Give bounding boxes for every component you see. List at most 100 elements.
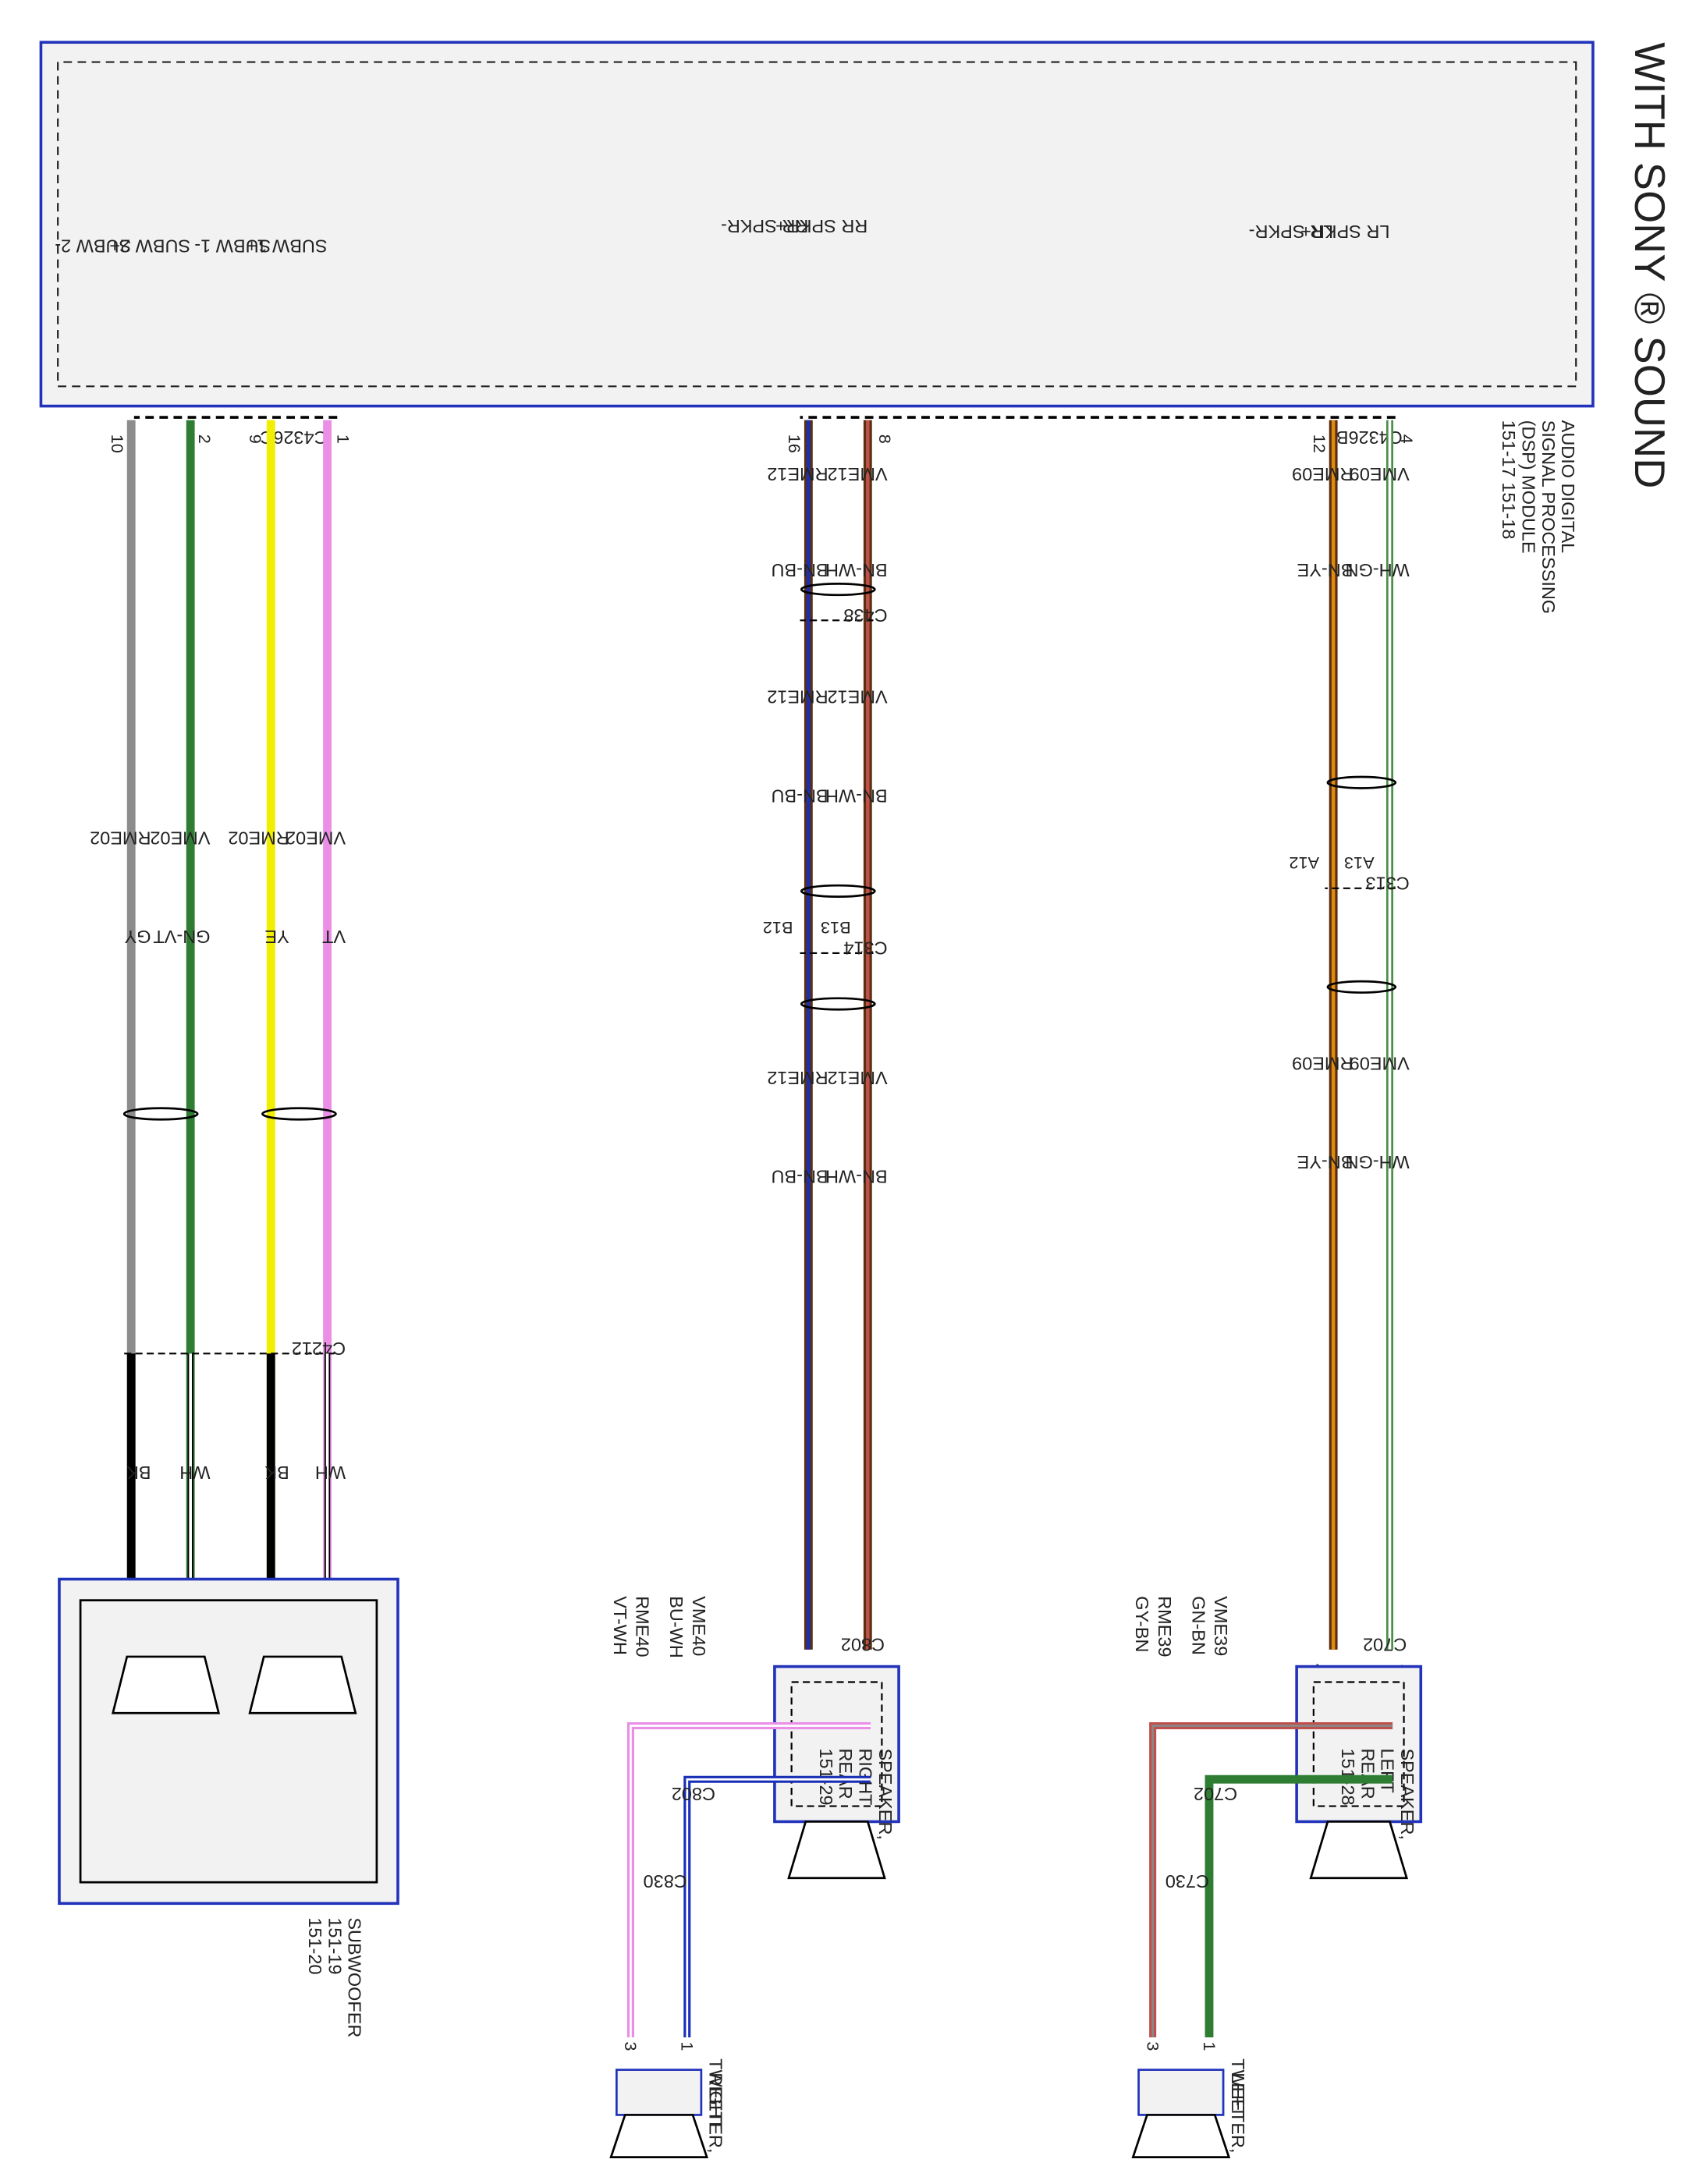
conn-c313: C313 bbox=[1366, 873, 1410, 893]
tweeter-lr-line-1: TWEETER, bbox=[1228, 2058, 1248, 2153]
conn-c830: C830 bbox=[644, 1871, 687, 1892]
pin-label-rr-spkr-plus: RR SPKR+ bbox=[775, 216, 867, 236]
wire-wh-b: WH bbox=[179, 1462, 210, 1483]
conn-c4212: C4212 bbox=[292, 1338, 346, 1359]
speaker-lr-line-3: REAR bbox=[1357, 1748, 1378, 1799]
circ-rme12-b: RME12 bbox=[767, 687, 828, 707]
pin-label-subw-2-minus: SUBW 2- bbox=[55, 236, 131, 256]
wire-wh-gn-b: WH-GN bbox=[1346, 1152, 1410, 1172]
pin-rr-8: 8 bbox=[875, 434, 895, 444]
pin-a13: A13 bbox=[1344, 853, 1375, 873]
subwoofer-line-3: 151-20 bbox=[305, 1917, 325, 1974]
pin-label-subw-1-plus: SUBW 1+ bbox=[247, 236, 328, 256]
module-line-3: (DSP) MODULE bbox=[1518, 420, 1538, 554]
dsp-module-frame bbox=[39, 41, 1595, 408]
wires-right-tweeter: RME40 VT-WH VME40 BU-WH C802 C830 3 1 bbox=[610, 1596, 871, 2051]
wire-ye: YE bbox=[264, 927, 289, 947]
wire-wh-a: WH bbox=[315, 1462, 346, 1483]
tweeter-rr-line-2: RIGHT bbox=[706, 2072, 726, 2129]
dsp-module: AUDIO DIGITAL SIGNAL PROCESSING (DSP) MO… bbox=[39, 41, 1595, 614]
wire-gn-bn: GN-BN bbox=[1188, 1596, 1208, 1655]
wire-bn-bu-c: BN-BU bbox=[772, 1166, 828, 1186]
pin-rt-1: 1 bbox=[678, 2041, 697, 2051]
wire-wh-gn-a: WH-GN bbox=[1346, 560, 1410, 580]
diagram-rotated-group: WITH SONY ® SOUND AUDIO DIGITAL SIGNAL P… bbox=[39, 41, 1673, 2159]
circ-rme02-b: RME02 bbox=[90, 828, 151, 848]
conn-c314: C314 bbox=[843, 938, 887, 958]
wire-gy: GY bbox=[124, 927, 151, 947]
pin-lt-3: 3 bbox=[1143, 2041, 1162, 2051]
speaker-right-rear: SPEAKER, RIGHT REAR 151-29 bbox=[773, 1665, 900, 1880]
wire-bu-wh: BU-WH bbox=[666, 1596, 687, 1658]
wire-bn-wh-b: BN-WH bbox=[825, 785, 888, 806]
circ-vme09-a: VME09 bbox=[1350, 464, 1410, 484]
pin-rr-16: 16 bbox=[785, 434, 804, 453]
speaker-rr-line-1: SPEAKER, bbox=[875, 1748, 896, 1840]
wires-left-rear: 4 12 VME09 WH-GN RME09 BN-YE C313 A13 A1… bbox=[1289, 420, 1417, 1673]
wire-bn-bu-a: BN-BU bbox=[772, 560, 828, 580]
conn-c730: C730 bbox=[1165, 1871, 1209, 1892]
diagram-title: WITH SONY ® SOUND bbox=[1626, 42, 1673, 488]
wire-gy-bn: GY-BN bbox=[1132, 1596, 1152, 1652]
wire-bk-b: BK bbox=[126, 1462, 151, 1483]
wire-bn-ye-b: BN-YE bbox=[1297, 1152, 1354, 1172]
pin-label-rr-spkr-minus: RR SPKR- bbox=[721, 216, 808, 236]
conn-c802-b: C802 bbox=[672, 1784, 715, 1804]
pin-sw-10: 10 bbox=[108, 434, 127, 453]
circ-vme02-a: VME02 bbox=[286, 828, 346, 848]
module-line-1: AUDIO DIGITAL bbox=[1558, 420, 1578, 554]
circ-rme09-a: RME09 bbox=[1292, 464, 1353, 484]
circ-rme09-b: RME09 bbox=[1292, 1054, 1353, 1074]
pin-rt-3: 3 bbox=[621, 2041, 640, 2051]
tweeter-lr-line-2: LEFT bbox=[1228, 2072, 1248, 2117]
pin-lr-4: 4 bbox=[1397, 434, 1417, 444]
tweeter-left-rear: TWEETER, LEFT bbox=[1131, 2058, 1248, 2159]
pin-sw-2: 2 bbox=[195, 434, 215, 444]
subwoofer-line-1: SUBWOOFER bbox=[345, 1917, 365, 2037]
circ-rme39: RME39 bbox=[1155, 1596, 1175, 1657]
subwoofer-line-2: 151-19 bbox=[325, 1917, 345, 1974]
wires-left-tweeter: RME39 GY-BN VME39 GN-BN C702 C730 3 1 bbox=[1132, 1596, 1393, 2051]
subwoofer: SUBWOOFER 151-19 151-20 bbox=[58, 1577, 399, 2037]
circ-rme02-a: RME02 bbox=[228, 828, 289, 848]
wire-vt: VT bbox=[322, 927, 346, 947]
speaker-rr-line-3: REAR bbox=[836, 1748, 856, 1799]
conn-c702-a: C702 bbox=[1363, 1634, 1407, 1654]
circ-vme40: VME40 bbox=[689, 1596, 709, 1656]
pin-label-subw-2-plus: SUBW 2+ bbox=[109, 236, 190, 256]
pin-sw-1: 1 bbox=[333, 434, 353, 444]
circ-rme12-a: RME12 bbox=[767, 464, 828, 484]
conn-c438: C438 bbox=[843, 605, 887, 626]
pin-label-lr-spkr-plus: LR SPKR+ bbox=[1300, 222, 1389, 242]
pin-b13: B13 bbox=[821, 918, 851, 938]
module-line-2: SIGNAL PROCESSING bbox=[1538, 420, 1559, 614]
wire-bk-a: BK bbox=[264, 1462, 289, 1483]
conn-c802-a: C802 bbox=[841, 1634, 885, 1654]
circ-vme02-b: VME02 bbox=[150, 828, 210, 848]
pin-label-lr-spkr-minus: LR SPKR- bbox=[1249, 222, 1333, 242]
pin-sw-9: 9 bbox=[246, 434, 265, 444]
circ-vme12-c: VME12 bbox=[828, 1068, 888, 1088]
circ-rme12-c: RME12 bbox=[767, 1068, 828, 1088]
speaker-left-rear: SPEAKER, LEFT REAR 151-28 bbox=[1295, 1665, 1423, 1880]
circ-vme39: VME39 bbox=[1211, 1596, 1231, 1656]
conn-c702-b: C702 bbox=[1194, 1784, 1237, 1804]
dsp-module-inner bbox=[57, 61, 1577, 388]
pin-lr-12: 12 bbox=[1310, 434, 1329, 453]
circ-vme12-a: VME12 bbox=[828, 464, 888, 484]
tweeter-rr-line-1: TWEETER, bbox=[706, 2058, 726, 2153]
speaker-lr-line-2: LEFT bbox=[1378, 1748, 1398, 1792]
wire-vt-wh: VT-WH bbox=[610, 1596, 630, 1655]
speaker-lr-line-1: SPEAKER, bbox=[1397, 1748, 1417, 1840]
wire-bn-ye-a: BN-YE bbox=[1297, 560, 1354, 580]
wires-subwoofer: 1 9 2 10 VME02 VT RME02 YE VME02 GN-VT R… bbox=[90, 420, 353, 1714]
circ-vme12-b: VME12 bbox=[828, 687, 888, 707]
pin-label-subw-1-minus: SUBW 1- bbox=[194, 236, 271, 256]
wires-right-rear: 8 16 VME12 BN-WH RME12 BN-BU C438 VME12 … bbox=[763, 420, 895, 1654]
module-line-4: 151-17 151-18 bbox=[1499, 420, 1519, 540]
circ-vme09-b: VME09 bbox=[1350, 1054, 1410, 1074]
pin-a12: A12 bbox=[1289, 853, 1319, 873]
pin-lt-1: 1 bbox=[1200, 2041, 1219, 2051]
pin-b12: B12 bbox=[763, 918, 793, 938]
